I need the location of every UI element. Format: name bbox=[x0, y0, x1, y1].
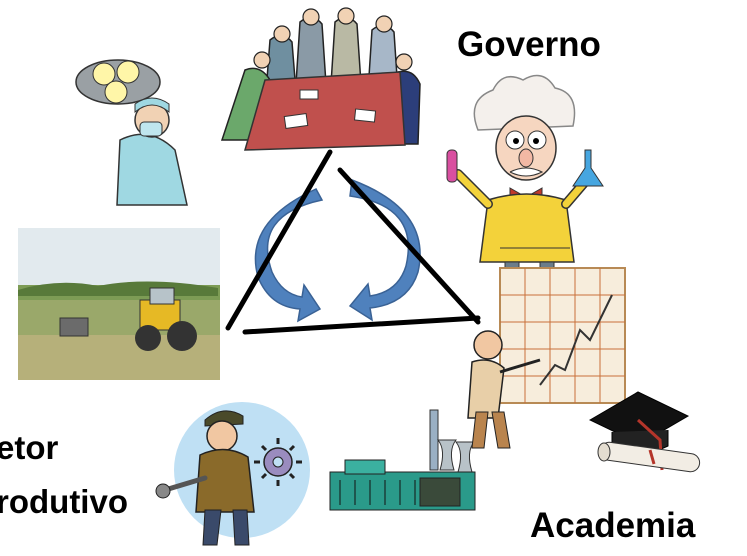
surgeon-icon bbox=[75, 59, 188, 206]
label-setor-produtivo-line1: etor bbox=[0, 429, 59, 466]
label-setor-produtivo-line2: rodutivo bbox=[0, 483, 128, 520]
presenter-chart-icon bbox=[467, 267, 626, 449]
cycle-arrows-icon bbox=[254, 178, 421, 323]
graduation-cap-diploma-icon bbox=[588, 391, 701, 473]
label-academia: Academia bbox=[530, 506, 696, 545]
helix-triangle bbox=[225, 149, 481, 335]
factory-icon bbox=[329, 409, 476, 511]
tractor-field-photo bbox=[18, 228, 220, 380]
meeting-table-icon bbox=[220, 7, 421, 151]
label-governo: Governo bbox=[457, 25, 601, 64]
worker-with-gears-icon bbox=[155, 402, 310, 546]
scientist-icon bbox=[446, 74, 604, 273]
